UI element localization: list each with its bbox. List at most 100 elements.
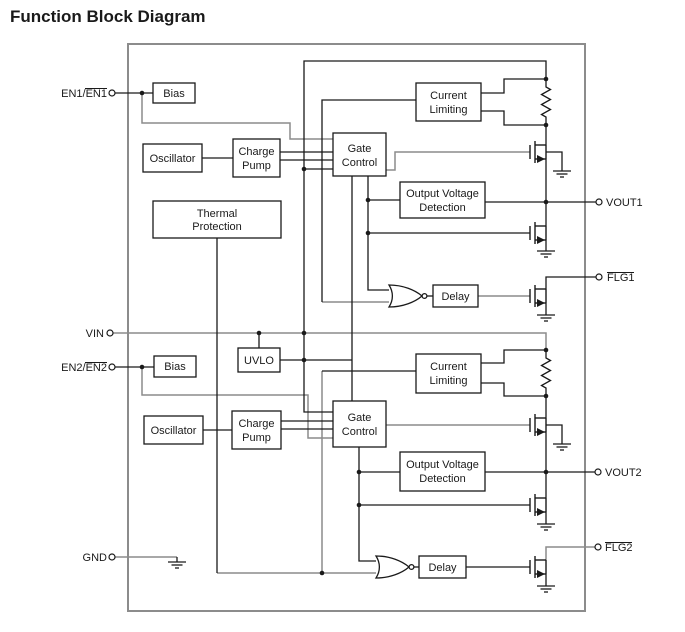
black-wires (115, 60, 596, 581)
discharge-mosfet2 (529, 493, 547, 517)
wire-cl2-sense-bottom (481, 382, 546, 397)
svg-text:Bias: Bias (163, 88, 185, 100)
pass-mosfet2 (529, 413, 547, 437)
svg-text:UVLO: UVLO (244, 355, 274, 367)
ground-symbol-fet6 (536, 580, 556, 593)
flag-mosfet1 (529, 284, 547, 308)
block-uvlo: UVLO (237, 347, 281, 373)
block-output-voltage-detection1: Output Voltage Detection (399, 181, 486, 219)
svg-text:Current: Current (430, 90, 467, 102)
pass-mosfet1 (529, 140, 547, 164)
block-output-voltage-detection2: Output Voltage Detection (399, 451, 486, 492)
svg-text:Output Voltage: Output Voltage (406, 459, 479, 471)
block-charge-pump2: Charge Pump (231, 410, 282, 450)
wire-vin-riser-ch1 (303, 60, 547, 333)
sense-resistor2 (540, 349, 552, 397)
block-oscillator2: Oscillator (143, 415, 204, 445)
pin-circle-vout1 (595, 198, 603, 206)
pin-circle-vout2 (594, 468, 602, 476)
svg-text:Bias: Bias (164, 361, 186, 373)
wire-cl1-sense-top (481, 78, 546, 94)
svg-text:Control: Control (342, 157, 377, 169)
pin-label-flg2: FLG2 (605, 542, 633, 554)
wire-gate1-drive (386, 151, 530, 171)
sense-resistor1 (540, 78, 552, 126)
wire-en2-to-gate-control2 (141, 367, 333, 439)
wire-flg1 (545, 276, 596, 289)
svg-text:Delay: Delay (441, 291, 470, 303)
block-delay2: Delay (418, 555, 467, 579)
flag-mosfet2 (529, 555, 547, 579)
wire-cl1-sense-bottom (481, 110, 546, 126)
pins: EN1/EN1 VIN EN2/EN2 GND VOUT1 FLG1 VOUT2 (61, 88, 643, 564)
svg-text:Oscillator: Oscillator (150, 153, 196, 165)
pin-circle-en2 (108, 363, 116, 371)
pin-label-vout1: VOUT1 (606, 197, 643, 209)
pin-vout2: VOUT2 (594, 467, 642, 479)
or-gate2 (375, 555, 415, 579)
pin-label-vout2: VOUT2 (605, 467, 642, 479)
svg-text:Limiting: Limiting (430, 375, 468, 387)
ground-symbol-fet3 (536, 309, 556, 322)
svg-text:Pump: Pump (242, 432, 271, 444)
svg-text:Detection: Detection (419, 473, 465, 485)
svg-text:Limiting: Limiting (430, 104, 468, 116)
pin-en1: EN1/EN1 (61, 88, 116, 100)
wire-gc2-or2 (358, 447, 376, 562)
pin-circle-vin (106, 329, 114, 337)
svg-text:Output Voltage: Output Voltage (406, 188, 479, 200)
pin-gnd: GND (83, 552, 116, 564)
ground-symbol-fet5 (536, 518, 556, 531)
pin-label-en1: EN1/EN1 (61, 88, 107, 100)
wire-fet1-body-gnd (546, 151, 563, 166)
block-delay1: Delay (432, 284, 479, 308)
pin-label-vin: VIN (86, 328, 104, 340)
pin-circle-gnd (108, 553, 116, 561)
wire-fet4-body-gnd (546, 424, 563, 439)
pin-en2: EN2/EN2 (61, 362, 116, 374)
pin-flg1: FLG1 (595, 272, 635, 284)
svg-text:Detection: Detection (419, 202, 465, 214)
svg-text:Oscillator: Oscillator (151, 425, 197, 437)
wire-cl1-flag (321, 99, 416, 302)
svg-text:Charge: Charge (238, 418, 274, 430)
ground-symbol-fet2 (536, 245, 556, 258)
discharge-mosfet1 (529, 221, 547, 245)
function-blocks: Bias Oscillator Charge Pump Gate Control… (142, 82, 486, 579)
block-bias2: Bias (153, 355, 197, 378)
block-gate-control1: Gate Control (332, 132, 387, 177)
page-title: Function Block Diagram (10, 7, 206, 26)
ground-symbol-gnd-pin (167, 556, 187, 569)
pin-circle-flg1 (595, 273, 603, 281)
svg-text:Pump: Pump (242, 160, 271, 172)
pin-circle-en1 (108, 89, 116, 97)
block-thermal-protection: Thermal Protection (152, 200, 282, 239)
block-bias1: Bias (152, 82, 196, 104)
svg-text:Thermal: Thermal (197, 208, 237, 220)
svg-text:Charge: Charge (238, 146, 274, 158)
block-charge-pump1: Charge Pump (232, 138, 281, 178)
wire-gc1-or1 (367, 176, 389, 291)
ground-symbol-fet4 (552, 438, 572, 451)
wire-vin-rail (113, 332, 547, 350)
pin-vin: VIN (86, 328, 114, 340)
block-gate-control2: Gate Control (332, 400, 387, 448)
pin-label-flg1: FLG1 (607, 272, 635, 284)
ic-boundary (127, 43, 586, 612)
ground-symbol-fet1 (552, 165, 572, 178)
pin-flg2: FLG2 (594, 542, 633, 554)
pin-label-gnd: GND (83, 552, 108, 564)
block-current-limiting2: Current Limiting (415, 353, 482, 394)
wire-cl2-sense-top (481, 349, 546, 364)
svg-text:Gate: Gate (348, 412, 372, 424)
or-gate1 (388, 284, 428, 308)
svg-text:Current: Current (430, 361, 467, 373)
wire-flg2 (545, 546, 595, 560)
block-oscillator1: Oscillator (142, 143, 203, 173)
pin-label-en2: EN2/EN2 (61, 362, 107, 374)
svg-text:Delay: Delay (428, 562, 457, 574)
block-current-limiting1: Current Limiting (415, 82, 482, 122)
svg-text:Gate: Gate (348, 143, 372, 155)
